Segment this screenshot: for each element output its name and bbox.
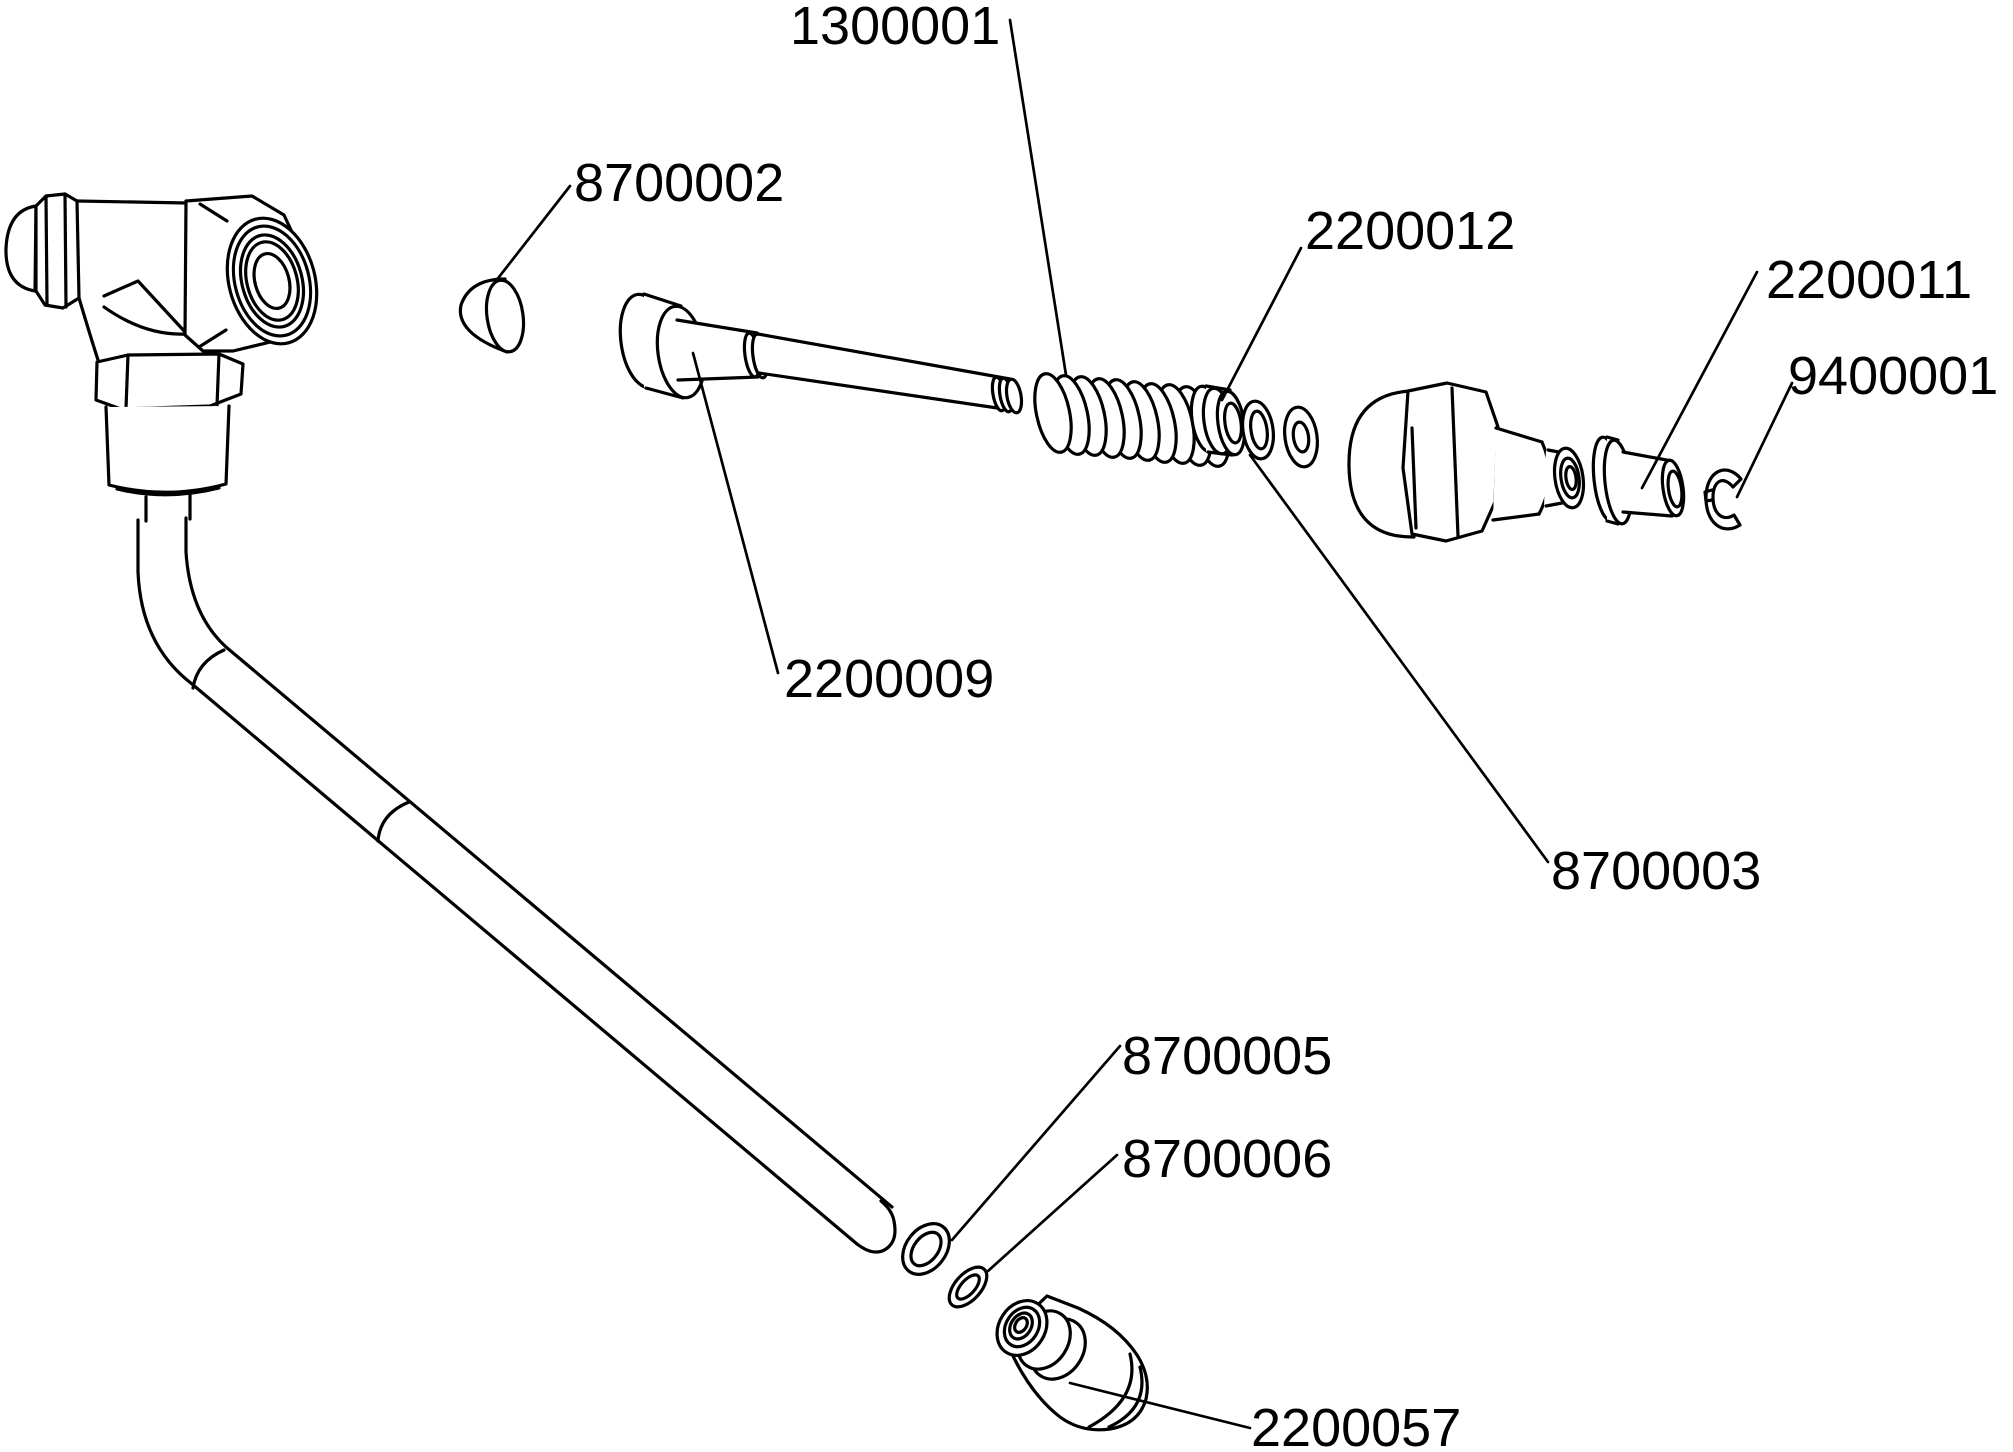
part-label-8700003: 8700003 xyxy=(1551,841,1761,901)
part-label-9400001: 9400001 xyxy=(1788,346,1998,406)
valve-fitting-drawing xyxy=(1347,381,1586,543)
flanged-bushing-drawing xyxy=(1591,435,1686,526)
e-clip-drawing xyxy=(1703,468,1743,531)
valve-left-nut xyxy=(34,192,81,310)
valve-lower-cylinder xyxy=(104,404,231,494)
o-ring-large-drawing xyxy=(901,1222,951,1276)
o-ring-small-drawing xyxy=(947,1265,989,1309)
leader-2200012 xyxy=(1220,246,1303,402)
leader-8700003 xyxy=(1248,453,1550,864)
leader-2200011 xyxy=(1640,270,1759,490)
valve-body-drawing xyxy=(4,192,319,523)
part-label-8700006: 8700006 xyxy=(1122,1129,1332,1189)
cap-part-drawing xyxy=(458,277,526,354)
valve-left-plug xyxy=(4,204,38,293)
needle-rod-drawing xyxy=(618,292,1024,415)
valve-packing-nut xyxy=(94,352,245,411)
part-labels: 1300001 8700002 2200012 2200011 9400001 … xyxy=(574,0,1998,1452)
tube-segment-line xyxy=(191,648,226,690)
fitting-hex-nut xyxy=(1401,381,1500,543)
part-label-2200009: 2200009 xyxy=(784,649,994,709)
leader-2200009 xyxy=(691,351,780,675)
leader-2200057 xyxy=(1068,1381,1252,1430)
nozzle-drawing xyxy=(995,1294,1149,1432)
leader-9400001 xyxy=(1735,381,1794,499)
leader-8700006 xyxy=(986,1153,1119,1273)
leader-lines xyxy=(490,18,1794,1430)
tube-end-cap xyxy=(855,1199,897,1254)
leader-8700002 xyxy=(490,184,572,288)
part-label-1300001: 1300001 xyxy=(790,0,1000,56)
part-label-2200012: 2200012 xyxy=(1305,201,1515,261)
part-label-8700005: 8700005 xyxy=(1122,1026,1332,1086)
outlet-tube-drawing xyxy=(136,516,897,1254)
o-ring-drawing xyxy=(1241,399,1275,461)
washer-ring-drawing xyxy=(1283,405,1319,469)
part-label-2200011: 2200011 xyxy=(1766,250,1972,310)
part-label-8700002: 8700002 xyxy=(574,153,784,213)
leader-1300001 xyxy=(1008,18,1068,377)
tube-segment-line xyxy=(376,800,411,843)
leader-8700005 xyxy=(950,1044,1122,1242)
part-label-2200057: 2200057 xyxy=(1251,1398,1461,1452)
